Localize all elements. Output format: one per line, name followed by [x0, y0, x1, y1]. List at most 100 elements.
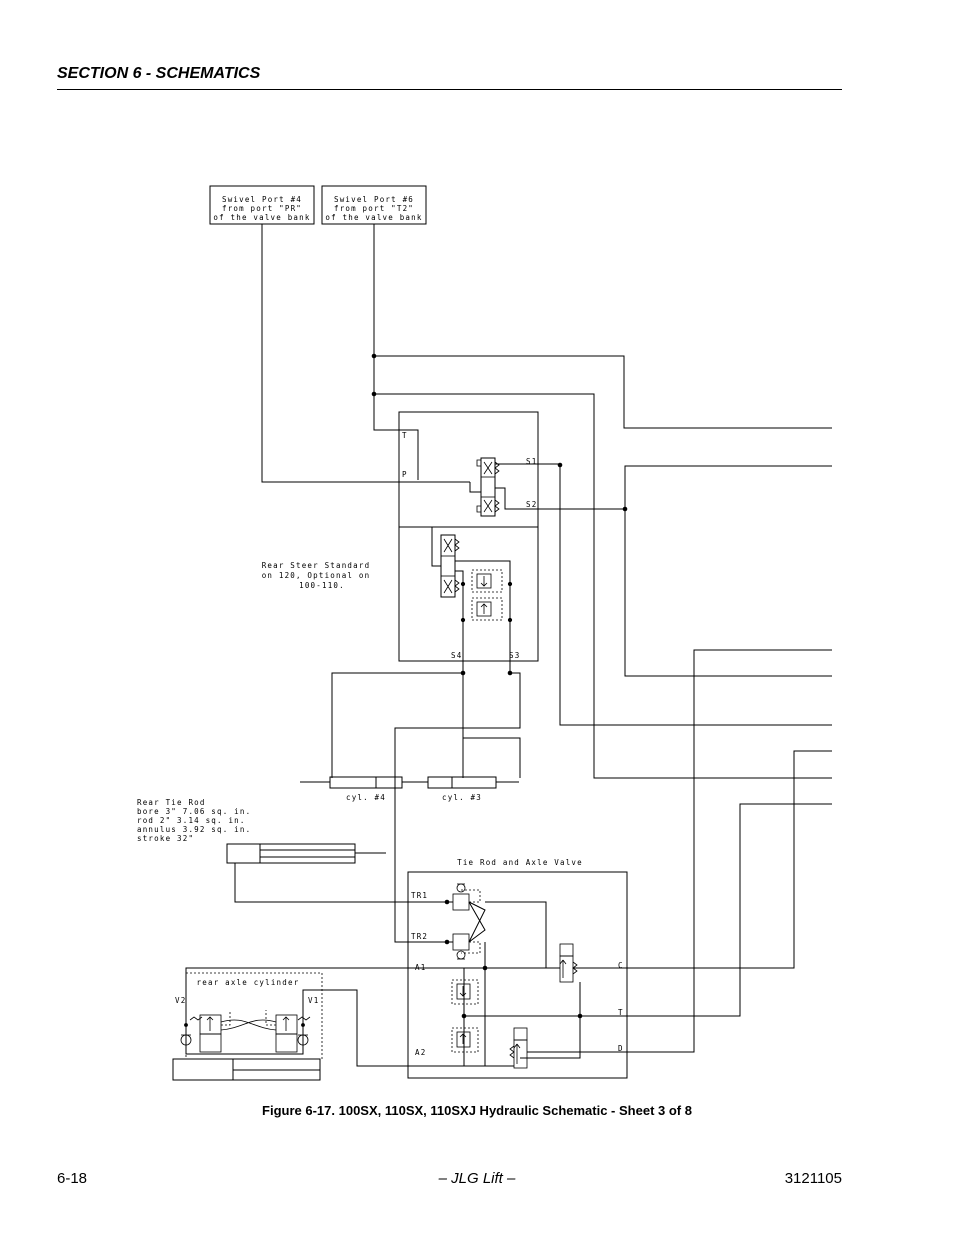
- c-solenoid-valve: [559, 943, 578, 983]
- t-return-line: [464, 803, 832, 1017]
- s1-line: [495, 463, 832, 726]
- junction: [460, 670, 466, 676]
- relief-valve-1-frame: [471, 569, 503, 593]
- cyl4-label: cyl. #4: [346, 793, 386, 802]
- port-s3-label: S3: [509, 651, 520, 660]
- relief-valve-1: [476, 573, 492, 589]
- pressure-line: [261, 224, 470, 483]
- axle-relief-2-frame: [451, 1027, 479, 1053]
- rear-steer-note-line3: 100-110.: [299, 581, 345, 590]
- swivel-port-6-line3: of the valve bank: [325, 213, 422, 222]
- tank-branch-line: [374, 355, 832, 429]
- port-s2-label: S2: [526, 500, 537, 509]
- rear-steer-optional-valve: [440, 534, 460, 598]
- steer-directional-valve: [476, 457, 500, 517]
- junction: [371, 353, 377, 359]
- junction: [507, 581, 513, 587]
- v2-body: [199, 1033, 222, 1053]
- steer-s4-line: [455, 570, 464, 661]
- v1-to-a2-line: [302, 989, 430, 1067]
- cross-line: [468, 901, 486, 943]
- rear-tie-rod-line5: stroke 32": [137, 834, 194, 843]
- port-v1-label: V1: [308, 996, 319, 1005]
- rear-tie-rod-line4: annulus 3.92 sq. in.: [137, 825, 251, 834]
- port-t-label: T: [402, 431, 408, 440]
- tr2-pilot-check-valve: [452, 933, 481, 960]
- tr-to-c-line: [485, 901, 547, 968]
- junction: [507, 617, 513, 623]
- port-v2-label: V2: [175, 996, 186, 1005]
- rear-axle-title: rear axle cylinder: [197, 978, 300, 987]
- footer-brand: – JLG Lift –: [438, 1170, 516, 1187]
- steer-s3-line: [455, 560, 511, 661]
- v1-body: [275, 1033, 298, 1053]
- rear-tie-rod-line3: rod 2" 3.14 sq. in.: [137, 816, 246, 825]
- s2-line: [495, 465, 832, 510]
- s3-to-cyl4: [394, 661, 521, 778]
- swivel-port-4-line2: from port "PR": [222, 204, 302, 213]
- relief-valve-2: [476, 601, 492, 617]
- junction: [460, 617, 466, 623]
- axle-frame-line: [185, 1006, 304, 1055]
- relief-arrow: [480, 603, 488, 614]
- s2-branch-line: [624, 509, 832, 677]
- port-tr2-label: TR2: [411, 932, 428, 941]
- d-solenoid-valve: [509, 1027, 528, 1069]
- port-p-label: P: [402, 470, 408, 479]
- c-valve-return: [520, 982, 581, 1059]
- junction: [371, 391, 377, 397]
- axle-relief-1-frame: [451, 979, 479, 1005]
- junction: [557, 462, 563, 468]
- port-a2-label: A2: [415, 1048, 426, 1057]
- document-number: 3121105: [784, 1170, 842, 1187]
- cross-line: [468, 901, 486, 943]
- pressure-feed: [469, 482, 481, 493]
- steer-feed-line: [431, 527, 441, 567]
- s4-to-cyl4: [331, 661, 464, 778]
- rear-steer-valve-block: [398, 411, 539, 662]
- junction: [444, 899, 450, 905]
- tie-rod-cylinder: [226, 843, 356, 864]
- port-tr1-label: TR1: [411, 891, 428, 900]
- tie-rod-axle-valve-block: [407, 871, 628, 1079]
- junction: [622, 506, 628, 512]
- cyl3: [427, 776, 497, 789]
- junction: [577, 1013, 583, 1019]
- junction: [460, 581, 466, 587]
- section-title: SECTION 6 - SCHEMATICS: [57, 65, 261, 82]
- cross-pilot-lines: [220, 1019, 277, 1031]
- swivel-port-6-line1: Swivel Port #6: [334, 195, 414, 204]
- tank-line: [373, 224, 419, 480]
- cyl3-label: cyl. #3: [442, 793, 482, 802]
- relief-valve-2-frame: [471, 597, 503, 621]
- swivel-port-6-line2: from port "T2": [334, 204, 414, 213]
- port-s4-label: S4: [451, 651, 462, 660]
- v2-counterbalance-valve: [180, 1010, 231, 1046]
- port-c-label: C: [618, 961, 624, 970]
- header-rule: [57, 89, 842, 90]
- junction: [507, 670, 513, 676]
- rear-tie-rod-line2: bore 3" 7.06 sq. in.: [137, 807, 251, 816]
- v2-to-a1-line: [185, 967, 430, 1006]
- tie-rod-line-2: [394, 728, 447, 943]
- tank-branch-line-2: [374, 393, 832, 779]
- rear-steer-note-line2: on 120, Optional on: [262, 571, 371, 580]
- port-s1-label: S1: [526, 457, 537, 466]
- tie-rod-line-1: [234, 863, 447, 903]
- port-t-label-2: T: [618, 1008, 624, 1017]
- rear-steer-note-line1: Rear Steer Standard: [262, 561, 371, 570]
- swivel-port-4-line3: of the valve bank: [213, 213, 310, 222]
- rear-tie-rod-line1: Rear Tie Rod: [137, 798, 206, 807]
- cyl3-rod-line: [463, 737, 521, 778]
- d-line: [527, 649, 832, 1053]
- junction: [444, 939, 450, 945]
- swivel-port-4-line1: Swivel Port #4: [222, 195, 302, 204]
- junction: [482, 965, 488, 971]
- tr1-pilot-check-valve: [452, 883, 481, 911]
- page-number: 6-18: [57, 1170, 88, 1187]
- port-d-label: D: [618, 1044, 624, 1053]
- tie-rod-valve-title: Tie Rod and Axle Valve: [457, 858, 583, 867]
- figure-caption: Figure 6-17. 100SX, 110SX, 110SXJ Hydrau…: [262, 1103, 692, 1118]
- c-line: [573, 750, 832, 969]
